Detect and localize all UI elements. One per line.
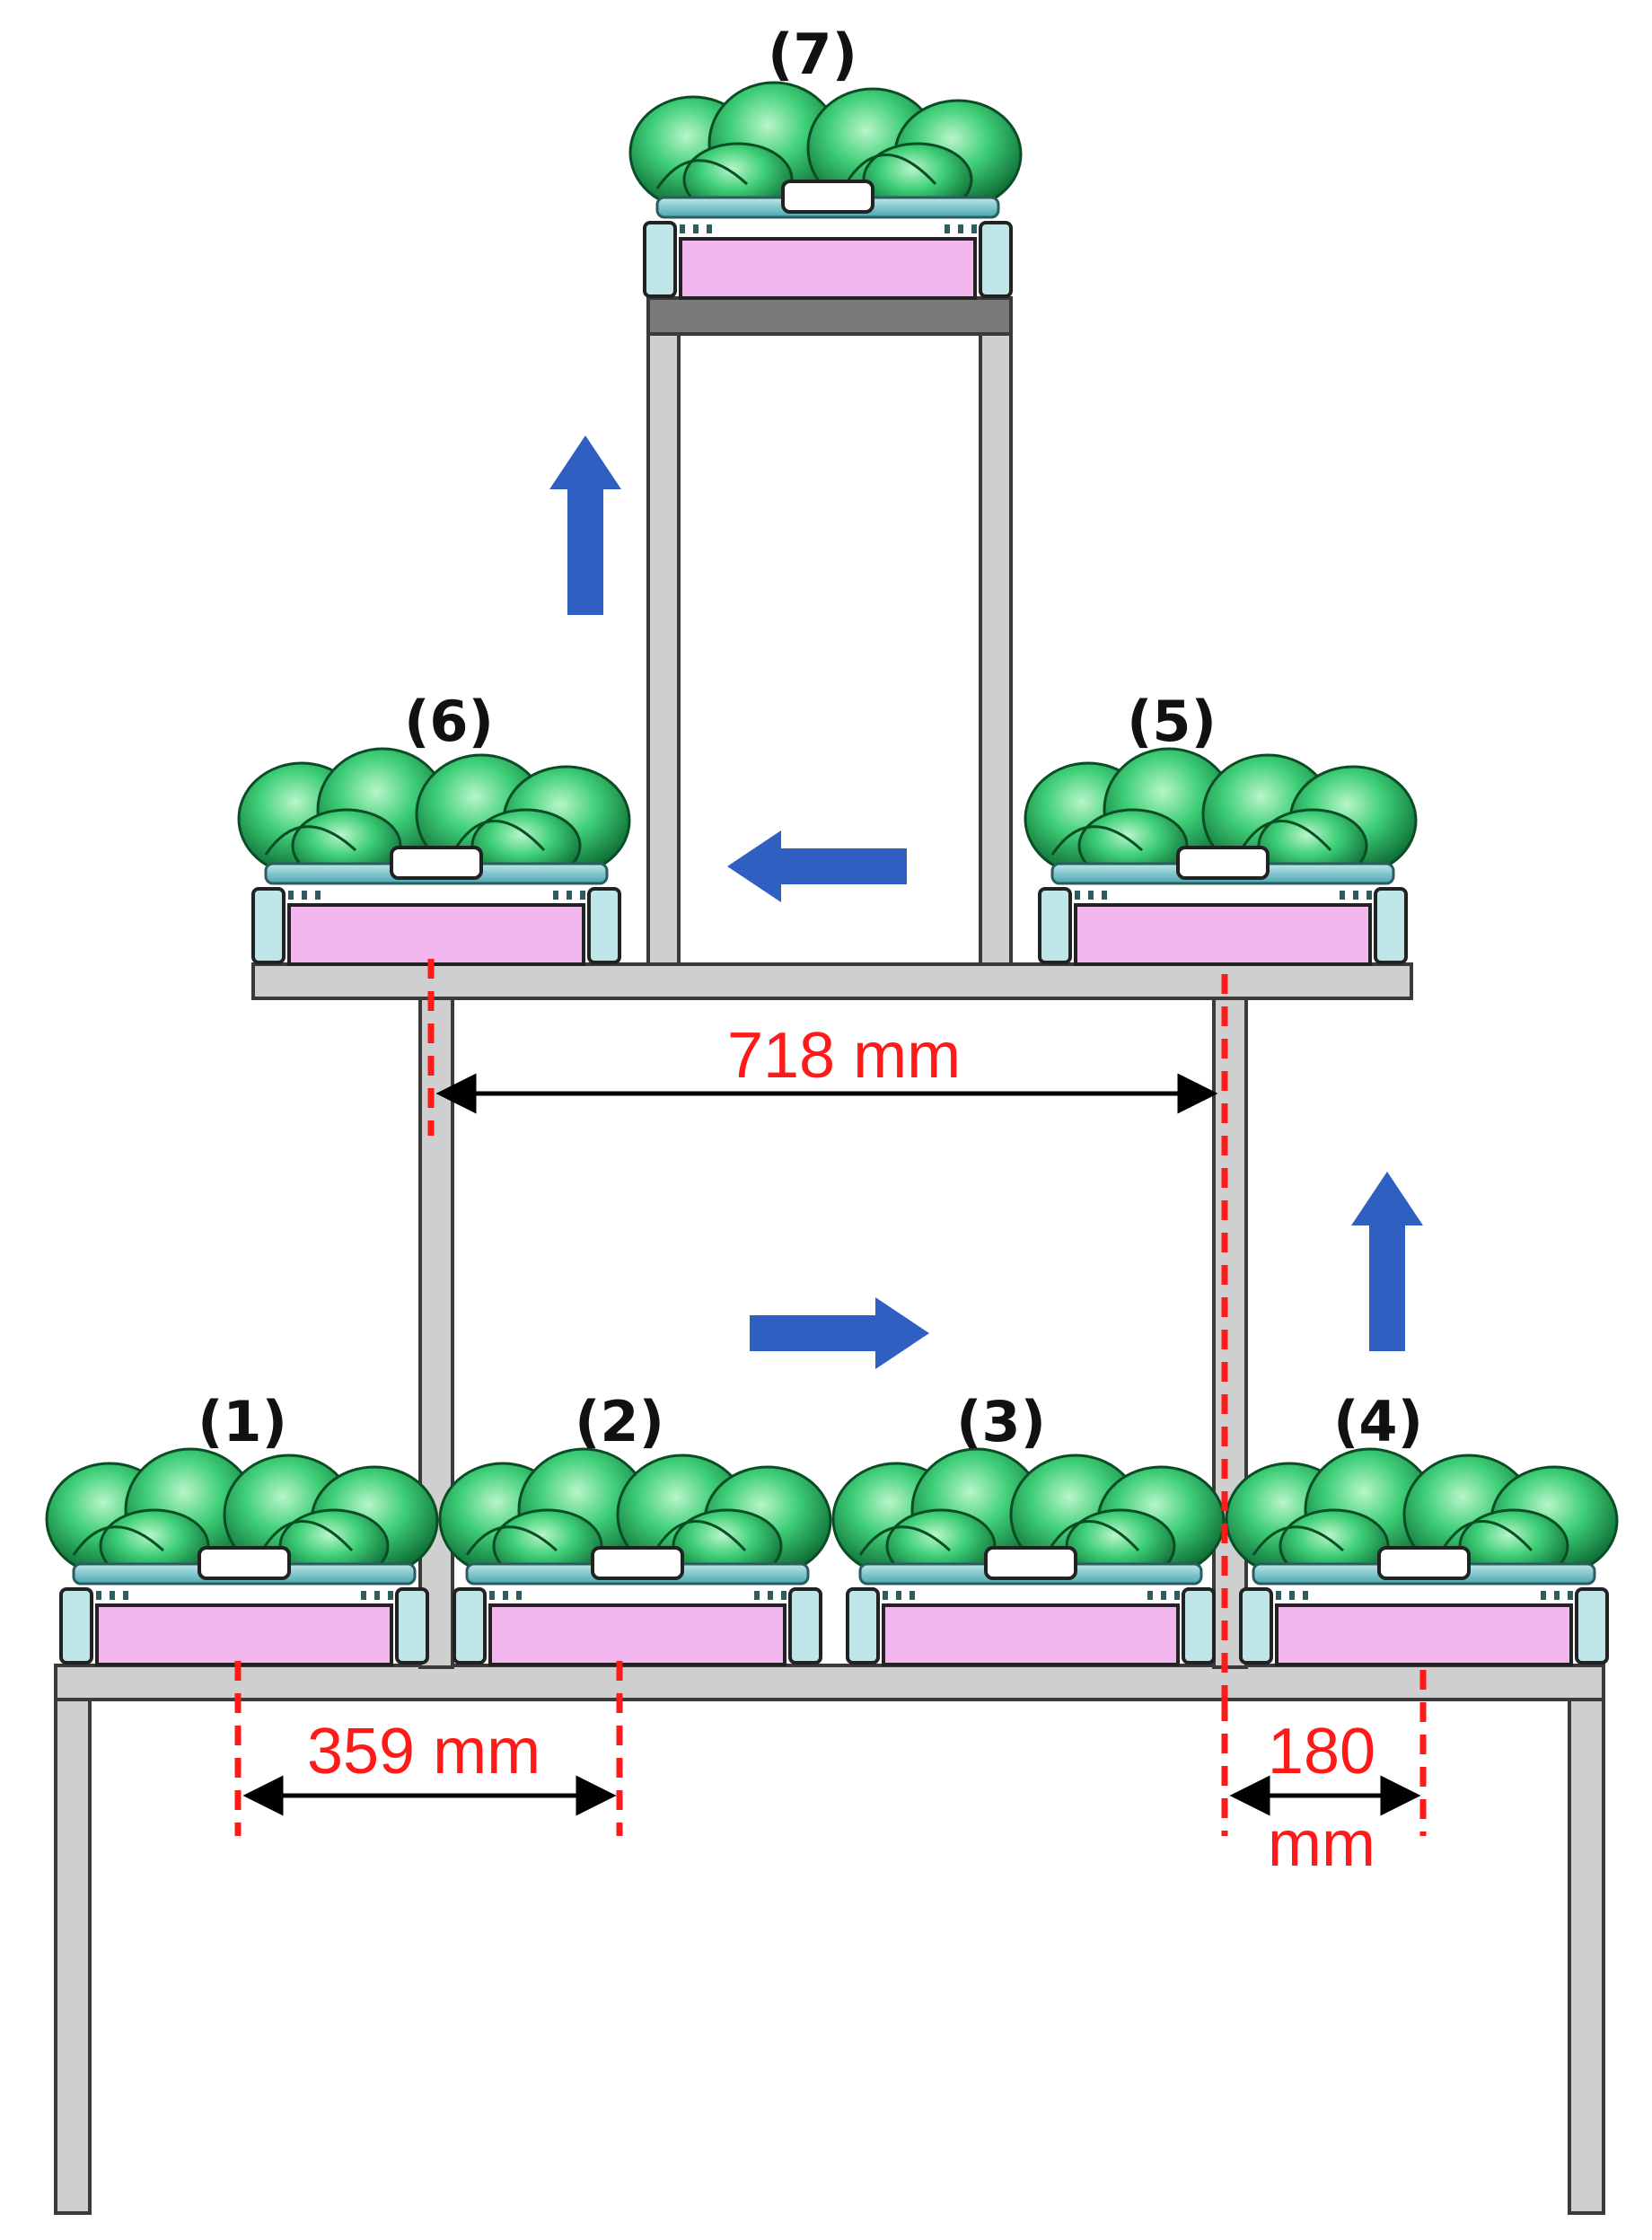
right-leg bbox=[1568, 1664, 1605, 2215]
planter-2 bbox=[438, 1447, 832, 1666]
left-leg bbox=[54, 1664, 92, 2215]
position-label-4: (4) bbox=[1333, 1389, 1423, 1454]
planter-3 bbox=[831, 1447, 1226, 1666]
right-post bbox=[1212, 997, 1248, 1669]
position-label-6: (6) bbox=[404, 689, 494, 754]
dimension-guides bbox=[234, 959, 1427, 1836]
planter-5 bbox=[1024, 747, 1418, 966]
planter-1 bbox=[45, 1447, 439, 1666]
arrow-icon-left bbox=[727, 830, 907, 902]
dimension-arrows bbox=[242, 1073, 1421, 1816]
bottom-shelf bbox=[54, 1664, 1605, 1701]
rack-frame bbox=[54, 296, 1605, 2215]
left-post bbox=[418, 997, 454, 1669]
position-label-1: (1) bbox=[198, 1389, 287, 1454]
dimension-edge-offset-value: 180 bbox=[1268, 1716, 1375, 1788]
position-label-2: (2) bbox=[575, 1389, 664, 1454]
dimension-top-span: 718 mm bbox=[727, 1020, 961, 1092]
dimension-pot-spacing: 359 mm bbox=[307, 1716, 540, 1788]
planter-6 bbox=[237, 747, 631, 966]
arrow-icon-up-right bbox=[1351, 1172, 1423, 1351]
top-shelf bbox=[646, 296, 1013, 336]
position-label-7: (7) bbox=[768, 22, 857, 87]
planter-4 bbox=[1225, 1447, 1619, 1666]
position-label-5: (5) bbox=[1127, 689, 1217, 754]
middle-shelf bbox=[251, 962, 1413, 1000]
position-label-3: (3) bbox=[956, 1389, 1046, 1454]
arrow-icon-up-left bbox=[549, 435, 621, 615]
arrow-icon-right bbox=[750, 1297, 929, 1369]
top-left-post bbox=[646, 296, 681, 966]
dimension-edge-offset-unit: mm bbox=[1268, 1808, 1375, 1880]
planter-7 bbox=[628, 81, 1023, 300]
top-right-post bbox=[979, 296, 1013, 966]
